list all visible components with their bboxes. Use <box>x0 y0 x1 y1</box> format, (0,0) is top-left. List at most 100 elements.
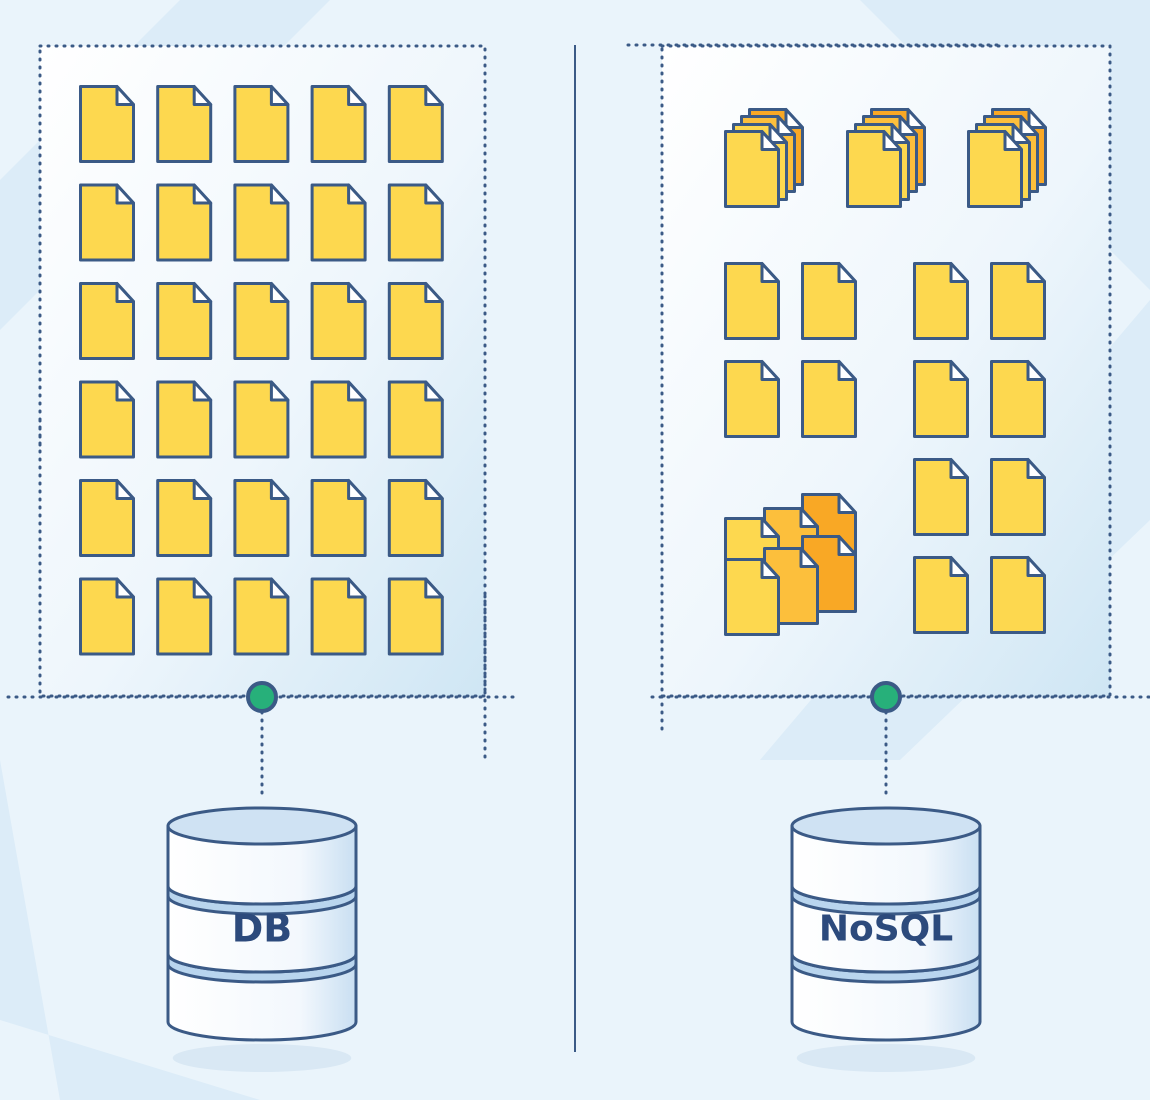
cylinder-shadow <box>172 1044 352 1072</box>
document-icon <box>387 479 444 557</box>
document-icon <box>156 85 213 163</box>
document-fold <box>1026 556 1046 577</box>
document-icon <box>387 380 444 459</box>
document-fold <box>269 85 290 106</box>
document-icon <box>801 360 857 438</box>
document-fold <box>192 380 213 402</box>
document-fold <box>115 183 135 205</box>
document-icon <box>233 183 290 262</box>
document-fold <box>269 577 290 599</box>
document-fold <box>760 130 780 151</box>
cylinder-top <box>790 806 982 846</box>
document-fold <box>424 577 444 599</box>
document-fold <box>115 479 135 500</box>
nosql-documents <box>724 108 1047 636</box>
document-icon <box>310 479 367 557</box>
cylinder-segment <box>166 960 358 1042</box>
document-fold <box>424 183 444 205</box>
database-label: NoSQL <box>819 909 953 950</box>
document-fold <box>192 282 213 303</box>
document-icon <box>724 360 780 438</box>
document-fold <box>424 479 444 500</box>
document-icon <box>156 183 213 262</box>
document-fold <box>424 85 444 106</box>
document-icon <box>233 85 290 163</box>
document-fold <box>760 360 780 381</box>
document-icon <box>79 85 135 163</box>
document-icon <box>801 262 857 340</box>
document-icon <box>310 282 367 360</box>
db-cylinder: DB <box>166 806 358 1072</box>
document-fold <box>1019 115 1039 136</box>
document-fold <box>837 360 857 381</box>
document-fold <box>768 123 788 144</box>
document-icon <box>310 85 367 163</box>
document-icon <box>913 556 969 634</box>
document-icon <box>233 479 290 557</box>
document-icon <box>724 558 780 636</box>
document-fold <box>837 493 857 514</box>
document-fold <box>347 183 367 205</box>
document-icon <box>967 130 1023 208</box>
document-fold <box>837 535 857 556</box>
document-fold <box>1026 262 1046 283</box>
document-fold <box>347 380 367 402</box>
document-fold <box>192 85 213 106</box>
document-icon <box>233 282 290 360</box>
document-fold <box>837 262 857 283</box>
document-fold <box>115 380 135 402</box>
document-fold <box>1011 123 1031 144</box>
document-fold <box>760 262 780 283</box>
document-fold <box>424 282 444 303</box>
document-fold <box>269 479 290 500</box>
document-fold <box>192 479 213 500</box>
document-fold <box>347 85 367 106</box>
document-icon <box>156 380 213 459</box>
document-icon <box>79 577 135 656</box>
document-icon <box>79 282 135 360</box>
document-fold <box>1003 130 1023 151</box>
document-icon <box>387 85 444 163</box>
document-fold <box>269 282 290 303</box>
cylinder-segment <box>790 824 982 906</box>
cylinder-top <box>166 806 358 846</box>
nosql-panel: NoSQL <box>626 43 1150 1072</box>
document-fold <box>192 183 213 205</box>
relational-panel: DB <box>6 44 517 1072</box>
relational-guides <box>6 418 517 762</box>
document-icon <box>310 577 367 656</box>
document-fold <box>1026 360 1046 381</box>
document-fold <box>949 556 969 577</box>
relational-documents <box>79 85 444 656</box>
document-icon <box>913 458 969 536</box>
cylinder-segment <box>166 824 358 906</box>
document-fold <box>347 577 367 599</box>
database-label: DB <box>232 906 293 950</box>
document-fold <box>192 577 213 599</box>
nosql-cylinder: NoSQL <box>790 806 982 1072</box>
document-fold <box>347 282 367 303</box>
document-icon <box>913 262 969 340</box>
document-icon <box>990 458 1046 536</box>
document-fold <box>269 183 290 205</box>
document-fold <box>799 507 819 528</box>
document-icon <box>233 577 290 656</box>
document-fold <box>347 479 367 500</box>
document-icon <box>990 360 1046 438</box>
document-fold <box>784 108 804 129</box>
document-fold <box>424 380 444 402</box>
document-icon <box>156 479 213 557</box>
cylinder-segment <box>166 892 358 974</box>
document-fold <box>1026 458 1046 479</box>
document-icon <box>310 380 367 459</box>
document-icon <box>310 183 367 262</box>
document-icon <box>79 479 135 557</box>
document-fold <box>115 577 135 599</box>
document-icon <box>156 577 213 656</box>
document-icon <box>387 577 444 656</box>
document-fold <box>906 108 926 129</box>
document-fold <box>115 282 135 303</box>
document-fold <box>799 547 819 568</box>
